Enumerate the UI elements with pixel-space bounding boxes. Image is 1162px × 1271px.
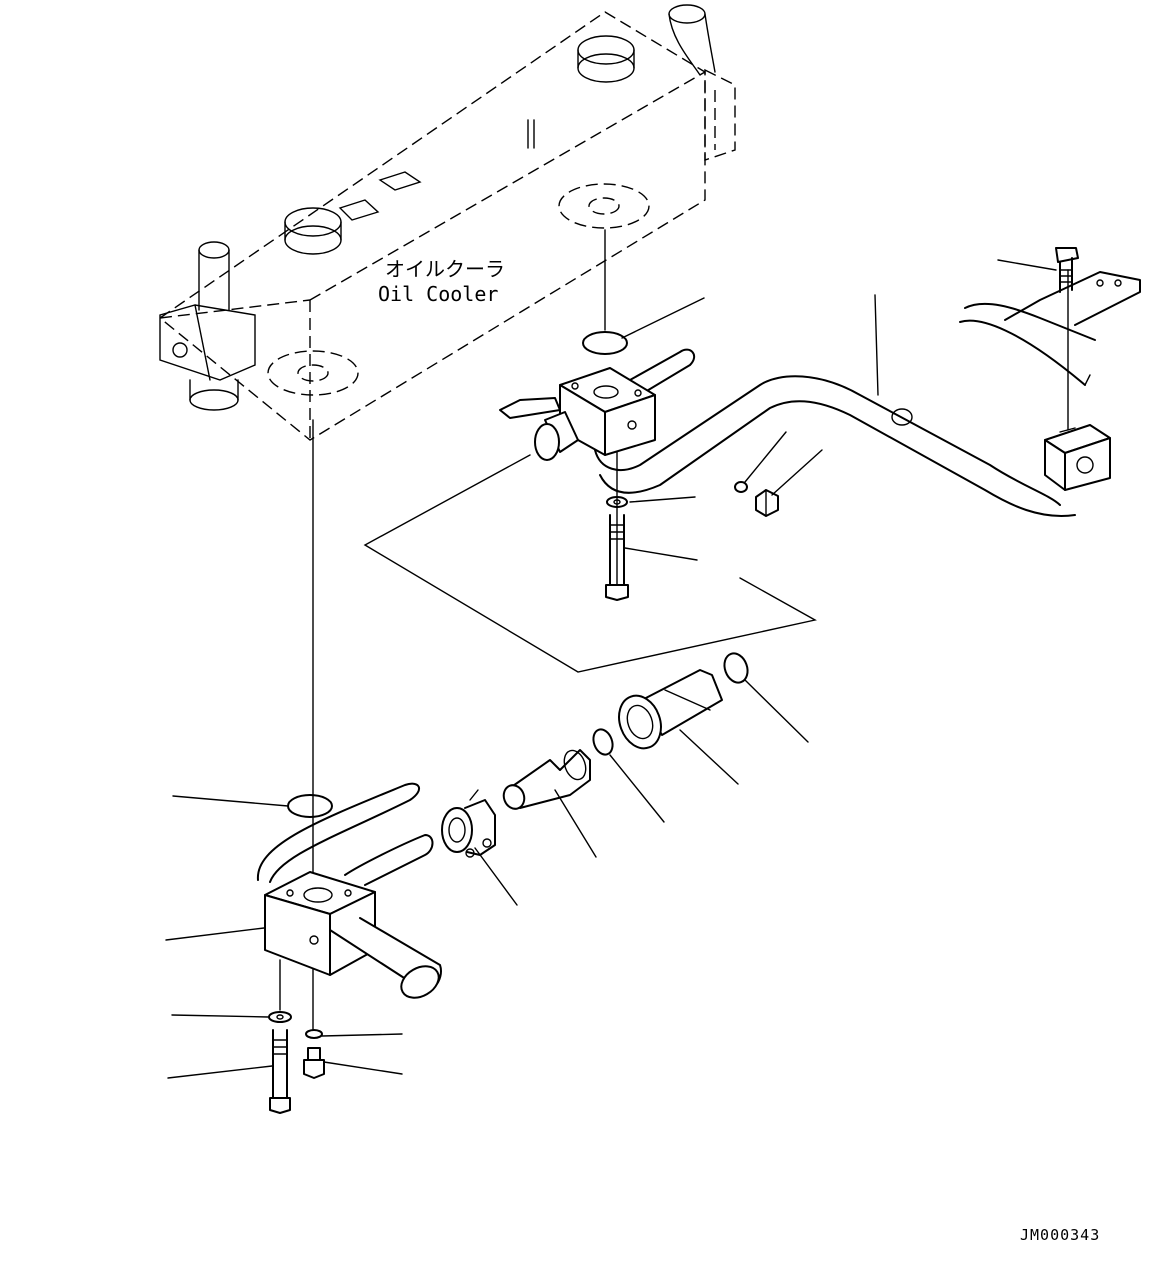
long-pipe-assembly [594, 375, 1076, 517]
washer-upper [606, 496, 628, 508]
washer-lower [268, 1011, 292, 1023]
nipple-fitting [502, 749, 591, 810]
plug-upper [755, 489, 779, 517]
frame-section [959, 271, 1141, 386]
upper-flange-block [499, 348, 696, 461]
bolt-upper [605, 514, 629, 601]
cooler-top-bosses [284, 35, 635, 255]
component-label-en: Oil Cooler [378, 282, 498, 306]
cooler-inlet-port [159, 241, 256, 411]
component-label-jp: オイルクーラ [385, 257, 505, 281]
cooler-flange-left [267, 350, 359, 396]
drawing-code: JM000343 [1020, 1226, 1100, 1244]
plug-lower [303, 1047, 325, 1079]
cooler-flange-right [558, 183, 650, 229]
hose-clamp [441, 789, 496, 858]
o-ring-middle [592, 728, 614, 756]
leader-lines [165, 259, 1057, 1079]
o-ring-lower [287, 794, 333, 818]
o-ring-upper [582, 331, 628, 355]
o-ring-small-upper [734, 481, 748, 493]
reference-outline [363, 454, 817, 673]
right-bracket-block [1044, 424, 1111, 491]
o-ring-small-lower [305, 1029, 323, 1039]
union-nut [618, 669, 723, 750]
o-ring-right [723, 652, 749, 684]
cooler-outlet-port [668, 4, 716, 76]
lower-flange-block [256, 782, 442, 999]
bolt-top-right [1055, 247, 1079, 293]
bolt-lower [269, 1029, 291, 1114]
oil-cooler-outline [159, 11, 736, 441]
